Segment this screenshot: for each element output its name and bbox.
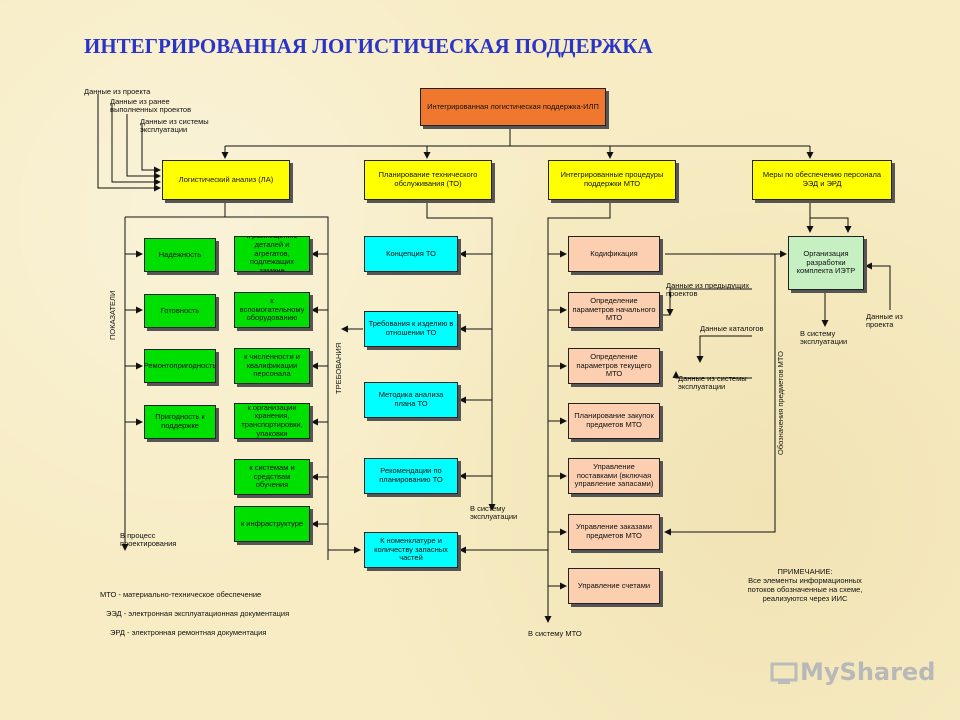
to-concept-box: Концепция ТО bbox=[364, 236, 458, 272]
label-prev-projects: Данные из предыдущих проектов bbox=[666, 281, 750, 299]
requirement-placement: к размещению деталей и агрегатов, подлеж… bbox=[234, 236, 310, 272]
la-box: Логистический анализ (ЛА) bbox=[162, 160, 290, 200]
indicator-maintainability: Ремонтопригодность bbox=[144, 349, 216, 383]
mto-orders-box: Управление заказами предметов МТО bbox=[568, 514, 660, 550]
note-text: Все элементы информационных потоков обоз… bbox=[747, 576, 863, 603]
input-label-project: Данные из проекта bbox=[84, 87, 151, 96]
mto-supply-box: Управление поставками (включая управлени… bbox=[568, 458, 660, 494]
page-title: ИНТЕГРИРОВАННАЯ ЛОГИСТИЧЕСКАЯ ПОДДЕРЖКА bbox=[84, 34, 653, 58]
requirement-storage: к организации хранения, транспортировки,… bbox=[234, 403, 310, 439]
label-to-operation-org: В систему эксплуатации bbox=[800, 329, 848, 347]
ietr-org-box: Организация разработки комплекта ИЭТР bbox=[788, 236, 864, 290]
ilp-top-box: Интегрированная логистическая поддержка-… bbox=[420, 88, 606, 126]
to-planning-box: Планирование технического обслуживания (… bbox=[364, 160, 492, 200]
projector-icon bbox=[770, 662, 798, 684]
requirement-aux-equipment: к вспомогательному оборудованию bbox=[234, 292, 310, 328]
personnel-box: Меры по обеспечению персонала ЭЭД и ЭРД bbox=[752, 160, 892, 200]
indicator-readiness: Готовность bbox=[144, 294, 216, 328]
label-project-data: Данные из проекта bbox=[866, 312, 903, 330]
side-label-mto-designation: Обозначения предметов МТО bbox=[776, 351, 785, 455]
spare-parts-box: К номенклатуре и количеству запасных час… bbox=[364, 532, 458, 568]
watermark: MyShared bbox=[768, 656, 935, 688]
legend-erd: ЭРД - электронная ремонтная документация bbox=[110, 628, 267, 637]
input-label-operation: Данные из системы эксплуатации bbox=[140, 117, 209, 135]
mto-procedures-box: Интегрированные процедуры поддержки МТО bbox=[548, 160, 676, 200]
label-operation-data: Данные из системы эксплуатации bbox=[678, 374, 747, 392]
side-label-requirements: ТРЕБОВАНИЯ bbox=[334, 342, 343, 394]
mto-codification-box: Кодификация bbox=[568, 236, 660, 272]
mto-accounts-box: Управление счетами bbox=[568, 568, 660, 604]
to-product-requirements-box: Требования к изделию в отношении ТО bbox=[364, 311, 458, 347]
watermark-text: MyShared bbox=[800, 658, 936, 686]
label-catalogs: Данные каталогов bbox=[700, 324, 764, 333]
requirement-infrastructure: к инфраструктуре bbox=[234, 506, 310, 542]
to-analysis-method-box: Методика анализа плана ТО bbox=[364, 382, 458, 418]
indicator-reliability: Надежность bbox=[144, 238, 216, 272]
mto-current-params-box: Определение параметров текущего МТО bbox=[568, 348, 660, 384]
legend-mto: МТО - материально-техническое обеспечени… bbox=[100, 590, 262, 599]
indicator-supportability: Пригодность к поддержке bbox=[144, 405, 216, 439]
legend-eed: ЭЭД - электронная эксплуатационная докум… bbox=[106, 609, 290, 618]
mto-initial-params-box: Определение параметров начального МТО bbox=[568, 292, 660, 328]
note-block: ПРИМЕЧАНИЕ: Все элементы информационных … bbox=[740, 567, 870, 603]
label-design-process: В процесс проектирования bbox=[120, 531, 177, 549]
label-to-operation-to: В систему эксплуатации bbox=[470, 504, 518, 522]
side-label-indicators: ПОКАЗАТЕЛИ bbox=[108, 290, 117, 340]
label-to-mto: В систему МТО bbox=[528, 629, 582, 638]
requirement-training: к системам и средствам обучения bbox=[234, 459, 310, 495]
note-header: ПРИМЕЧАНИЕ: bbox=[777, 567, 833, 576]
input-label-prev-projects: Данные из ранее выполненных проектов bbox=[110, 97, 192, 115]
to-recommendations-box: Рекомендации по планированию ТО bbox=[364, 458, 458, 494]
requirement-personnel: к численности и квалификации персонала bbox=[234, 348, 310, 384]
mto-purchasing-box: Планирование закупок предметов МТО bbox=[568, 403, 660, 439]
